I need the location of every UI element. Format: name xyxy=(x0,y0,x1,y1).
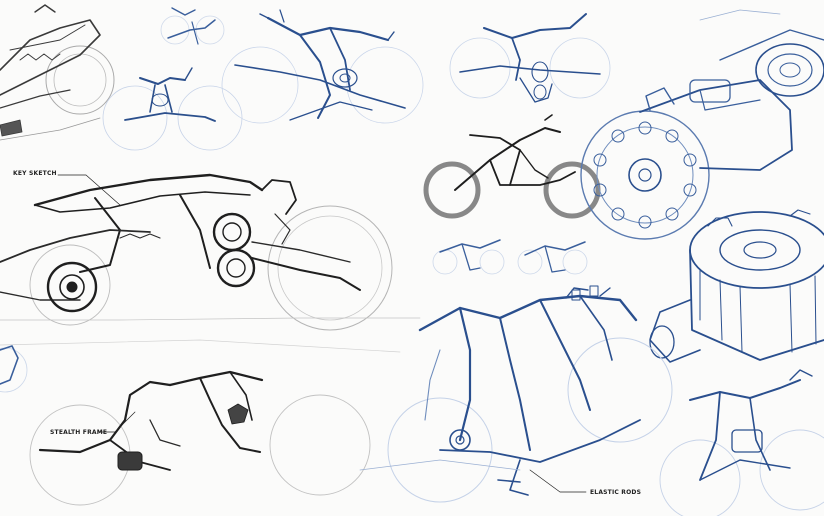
callout-line-elastic-rods xyxy=(529,469,587,493)
sketch-graphite-trike-small xyxy=(423,114,601,219)
sketch-stealth-frame xyxy=(29,370,371,506)
callout-line-stealth-frame xyxy=(97,411,136,433)
label-stealth-frame: STEALTH FRAME xyxy=(50,429,108,436)
sketch-blue-frame-top-center xyxy=(221,9,424,124)
sketch-blue-bike-large xyxy=(359,285,673,503)
sketch-blue-hub-detail xyxy=(580,9,824,240)
sketch-blue-engine-block xyxy=(649,209,824,363)
label-elastic-rods: ELASTIC RODS xyxy=(590,489,642,496)
sketch-blue-frame-top-right xyxy=(449,13,611,103)
sketch-blue-bike-tiny-b xyxy=(432,239,505,275)
sketch-blue-bike-tiny-c xyxy=(517,241,588,275)
sketch-blue-bike-left-edge xyxy=(0,345,28,393)
callout-line-key-sketch xyxy=(57,174,121,206)
sketch-blue-bike-small-a xyxy=(102,67,243,151)
sketch-blue-bike-bottom-right xyxy=(659,369,824,516)
sketch-key-bike xyxy=(0,173,421,353)
sketch-bike-top-left xyxy=(0,4,115,141)
label-key-sketch: KEY SKETCH xyxy=(13,170,57,177)
sketch-blue-bike-tiny-a xyxy=(160,7,225,45)
